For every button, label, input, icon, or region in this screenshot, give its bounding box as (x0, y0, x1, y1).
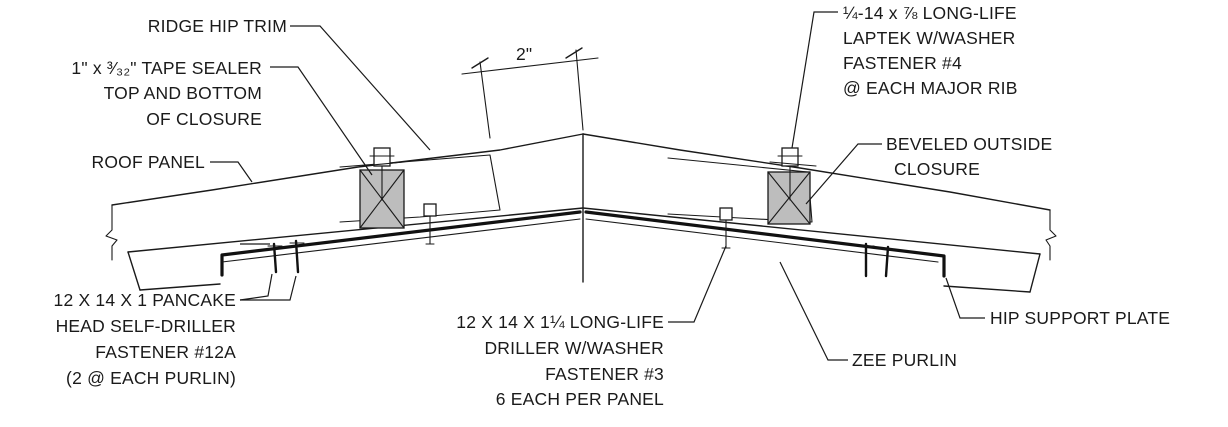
driller-fastener-right (719, 207, 733, 249)
driller-fastener-left (423, 203, 437, 245)
svg-text:FASTENER #3: FASTENER #3 (545, 364, 664, 384)
svg-text:FASTENER #12A: FASTENER #12A (95, 342, 236, 362)
dimension-2in: 2" (461, 44, 599, 139)
svg-text:@ EACH MAJOR RIB: @ EACH MAJOR RIB (843, 78, 1018, 98)
panel-rib-right (667, 157, 813, 223)
leader-ridge-hip-trim (290, 25, 431, 151)
svg-text:OF CLOSURE: OF CLOSURE (146, 109, 262, 129)
label-hip-support-plate: HIP SUPPORT PLATE (990, 308, 1170, 328)
svg-text:HEAD SELF-DRILLER: HEAD SELF-DRILLER (56, 316, 236, 336)
closure-cross-right-2 (767, 171, 811, 225)
panel-right-end (1029, 253, 1041, 293)
svg-text:6 EACH PER PANEL: 6 EACH PER PANEL (496, 389, 664, 409)
svg-text:FASTENER #4: FASTENER #4 (843, 53, 962, 73)
svg-text:DRILLER W/WASHER: DRILLER W/WASHER (484, 338, 664, 358)
label-tape-sealer: 1" x ³⁄₃₂" TAPE SEALER TOP AND BOTTOM OF… (71, 58, 262, 129)
left-assembly (105, 133, 584, 291)
leader-beveled-closure (805, 143, 882, 205)
svg-text:ROOF PANEL: ROOF PANEL (91, 152, 205, 172)
svg-text:12 X 14 X 1¼ LONG-LIFE: 12 X 14 X 1¼ LONG-LIFE (456, 312, 664, 332)
svg-text:HIP SUPPORT PLATE: HIP SUPPORT PLATE (990, 308, 1170, 328)
pancake-fasteners-left (267, 239, 305, 274)
svg-text:BEVELED OUTSIDE: BEVELED OUTSIDE (886, 134, 1052, 154)
purlin-right (585, 218, 939, 263)
panel-left-lower (139, 283, 221, 291)
dimension-label: 2" (516, 44, 532, 64)
leader-lines (210, 11, 985, 361)
roof-panel-right-bottom (582, 207, 1041, 255)
leader-zee-purlin (779, 261, 848, 361)
leader-hip-support-plate (945, 277, 985, 319)
label-roof-panel: ROOF PANEL (91, 152, 205, 172)
hip-support-plate-right (584, 210, 946, 278)
label-beveled-closure: BEVELED OUTSIDE CLOSURE (886, 134, 1052, 179)
leader-roof-panel (210, 161, 253, 183)
label-zee-purlin: ZEE PURLIN (852, 350, 957, 370)
laptek-fastener-left (361, 147, 405, 201)
label-pancake-fastener: 12 X 14 X 1 PANCAKE HEAD SELF-DRILLER FA… (54, 290, 236, 388)
laptek-fastener-right (769, 147, 817, 201)
panel-right-lower (943, 285, 1031, 293)
leader-driller (668, 245, 727, 323)
leader-pancake-3 (240, 275, 297, 301)
svg-text:TOP AND BOTTOM: TOP AND BOTTOM (104, 83, 262, 103)
right-assembly (582, 133, 1057, 293)
label-driller-fastener: 12 X 14 X 1¼ LONG-LIFE DRILLER W/WASHER … (456, 312, 664, 409)
svg-text:CLOSURE: CLOSURE (894, 159, 980, 179)
roof-panel-left (111, 133, 584, 206)
leader-laptek (791, 11, 838, 149)
panel-break-left (105, 204, 118, 261)
roof-panel-left-bottom (127, 207, 584, 253)
svg-text:LAPTEK W/WASHER: LAPTEK W/WASHER (843, 28, 1016, 48)
roof-panel-right (582, 133, 1051, 211)
label-ridge-hip-trim: RIDGE HIP TRIM (148, 16, 287, 36)
svg-text:ZEE PURLIN: ZEE PURLIN (852, 350, 957, 370)
svg-text:RIDGE HIP TRIM: RIDGE HIP TRIM (148, 16, 287, 36)
panel-left-end (127, 251, 141, 291)
panel-break-right (1045, 209, 1057, 261)
leader-pancake-2 (239, 273, 273, 301)
label-laptek-fastener: ¼-14 x ⅞ LONG-LIFE LAPTEK W/WASHER FASTE… (843, 3, 1018, 98)
pancake-fasteners-right (859, 242, 895, 278)
svg-text:(2 @ EACH PURLIN): (2 @ EACH PURLIN) (66, 368, 236, 388)
svg-text:1" x ³⁄₃₂" TAPE SEALER: 1" x ³⁄₃₂" TAPE SEALER (71, 58, 262, 78)
leader-tape-sealer (270, 66, 373, 176)
hip-support-plate-left (220, 210, 582, 277)
svg-text:¼-14 x ⅞ LONG-LIFE: ¼-14 x ⅞ LONG-LIFE (843, 3, 1017, 23)
purlin-left (221, 218, 581, 263)
svg-text:12 X 14 X 1 PANCAKE: 12 X 14 X 1 PANCAKE (54, 290, 236, 310)
